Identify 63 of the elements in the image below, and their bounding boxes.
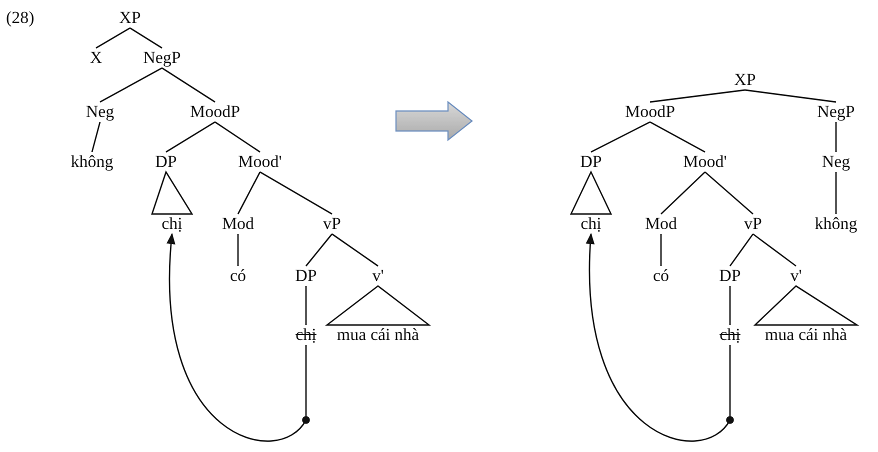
tree-node-label: mua cái nhà [764, 325, 848, 345]
example-number: (28) [6, 8, 34, 28]
movement-arrow [586, 233, 734, 442]
tree-branch [260, 171, 332, 215]
tree-node-label: vP [322, 214, 342, 234]
tree-node-label: Mood' [237, 152, 283, 172]
tree-node-label: không [814, 214, 858, 234]
triangle-branch [570, 170, 612, 215]
tree-node-label: Mod [220, 214, 256, 234]
tree-node-label: DP [718, 266, 742, 286]
tree-node-label: chị [718, 325, 742, 345]
tree-node-label: X [88, 48, 104, 68]
tree-node-label: vP [743, 214, 763, 234]
tree-node-label: v' [371, 266, 385, 286]
tree-node-label: Neg [820, 152, 852, 172]
movement-arrow [166, 233, 310, 442]
tree-node-label: Mod [644, 214, 678, 234]
triangle-branch [753, 285, 860, 326]
tree-node-label: Neg [84, 102, 116, 122]
tree-branch [305, 234, 333, 266]
tree-branch [590, 121, 650, 153]
tree-branch [91, 122, 101, 152]
tree-node-label: chị [580, 214, 602, 234]
tree-node-label: XP [118, 8, 142, 28]
triangle-branch [151, 170, 194, 215]
tree-node-label: MoodP [624, 102, 676, 122]
tree-branch [660, 234, 662, 266]
tree-node-label: v' [789, 266, 803, 286]
tree-branch [835, 122, 837, 152]
tree-node-label: XP [733, 70, 757, 90]
tree-branch [660, 172, 706, 214]
tree-branch [166, 121, 216, 153]
tree-branch [650, 121, 706, 153]
tree-node-label: DP [579, 152, 603, 172]
tree-node-label: có [228, 266, 248, 286]
tree-node-label: DP [154, 152, 178, 172]
tree-node-label: DP [294, 266, 318, 286]
tree-node-label: MoodP [188, 102, 242, 122]
triangle-branch [324, 285, 432, 326]
tree-node-label: chị [294, 325, 318, 345]
tree-branch [729, 234, 754, 266]
tree-node-label: không [70, 152, 114, 172]
tree-node-label: NegP [816, 102, 856, 122]
tree-node-label: Mood' [682, 152, 728, 172]
tree-branch [214, 121, 260, 153]
tree-node-label: chị [160, 214, 184, 234]
tree-branch [162, 67, 216, 103]
tree-branch [237, 172, 261, 214]
tree-branch [650, 89, 746, 103]
tree-branch [332, 233, 378, 267]
tree-node-label: có [652, 266, 670, 286]
tree-branch [729, 286, 731, 325]
tree-branch [744, 89, 836, 103]
tree-branch [704, 171, 754, 215]
tree-branch [835, 172, 837, 214]
tree-branch [305, 286, 307, 325]
tree-node-label: NegP [142, 48, 182, 68]
tree-branch [130, 27, 162, 49]
tree-branch [752, 233, 796, 267]
tree-branch [96, 27, 130, 49]
tree-branch [100, 67, 162, 103]
tree-node-label: mua cái nhà [336, 325, 420, 345]
tree-branch [237, 234, 239, 266]
